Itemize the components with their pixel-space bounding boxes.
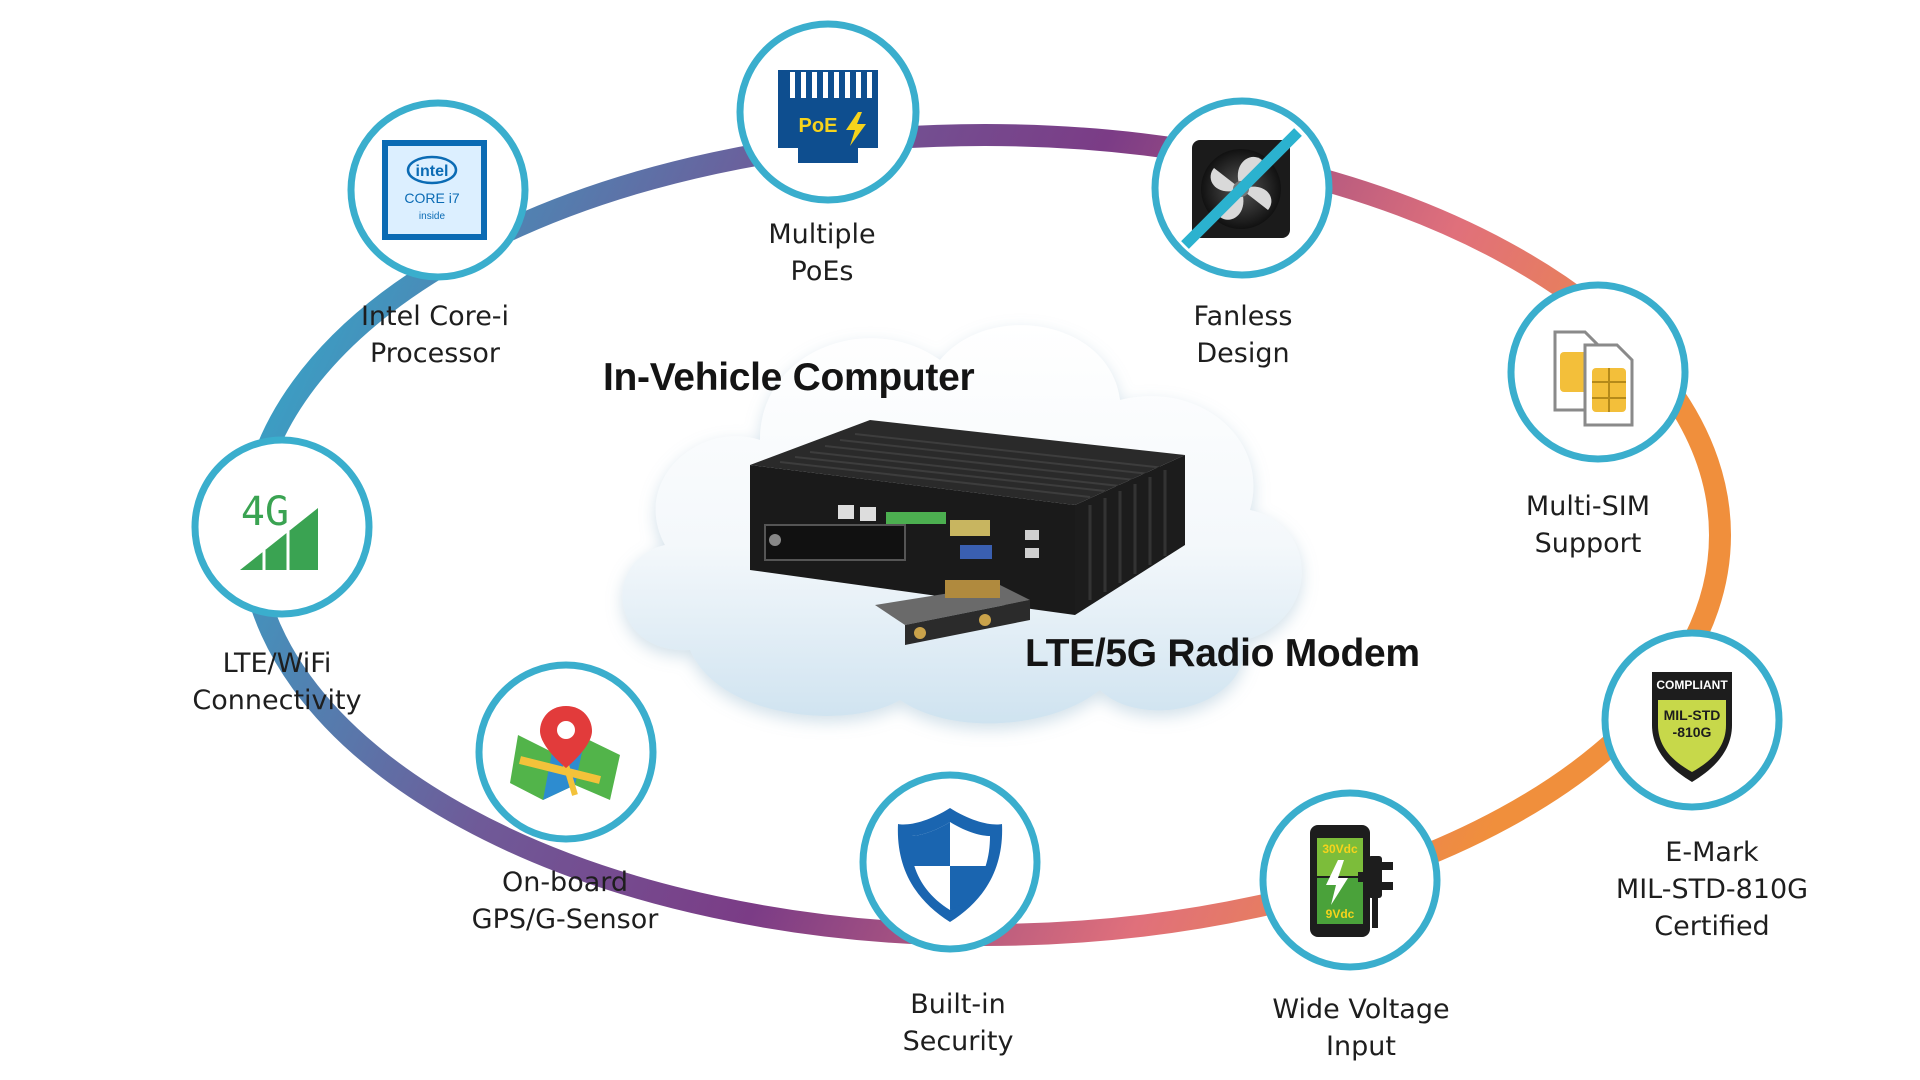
label-built-in-security: Built-in Security [903,986,1014,1060]
label-line: Built-in [910,989,1006,1020]
label-intel-core-i-processor: Intel Core-i Processor [361,298,509,372]
label-line: Certified [1654,911,1770,942]
volt-low-text: 9Vdc [1326,907,1355,921]
label-emark-certified: E-Mark MIL-STD-810G Certified [1616,834,1808,945]
label-line: Connectivity [192,685,362,716]
label-line: Fanless [1193,301,1293,332]
label-lte-wifi-connectivity: LTE/WiFi Connectivity [192,645,361,719]
label-wide-voltage-input: Wide Voltage Input [1272,991,1449,1065]
center-title: In-Vehicle Computer [603,356,975,399]
label-line: LTE/WiFi [222,648,332,679]
intel-core-i7-icon: intel CORE i7 inside [382,140,487,240]
in-vehicle-computer-image [750,420,1185,645]
label-onboard-gps: On-board GPS/G-Sensor [472,864,659,938]
mil-std-text-2: -810G [1673,724,1712,740]
mil-std-shield-icon: COMPLIANT MIL-STD -810G [1652,672,1732,782]
intel-model-text: CORE i7 [404,190,459,206]
poe-text: PoE [799,115,838,137]
mil-std-text-1: MIL-STD [1664,707,1721,723]
volt-high-text: 30Vdc [1322,842,1358,856]
label-line: Security [902,1026,1014,1057]
center-subtitle: LTE/5G Radio Modem [1025,632,1420,675]
label-fanless-design: Fanless Design [1194,298,1293,372]
gps-map-icon [510,706,620,800]
circle-4g [191,436,373,618]
fanless-icon [1181,128,1302,249]
security-shield-icon [897,808,1003,922]
label-line: GPS/G-Sensor [471,904,659,935]
label-multi-sim-support: Multi-SIM Support [1526,488,1650,562]
intel-brand-text: intel [416,163,449,180]
label-line: PoEs [790,256,854,287]
label-line: E-Mark [1665,837,1759,868]
label-line: Processor [369,338,501,369]
intel-inside-text: inside [419,211,446,222]
label-line: Intel Core-i [360,301,510,332]
sim-card-icon [1553,330,1634,427]
wide-voltage-icon: 30Vdc 9Vdc [1310,825,1393,937]
label-multiple-poes: Multiple PoEs [768,216,875,290]
4g-signal-icon: 4G [240,489,318,571]
label-line: Wide Voltage [1272,994,1450,1025]
label-line: On-board [501,867,629,898]
poe-icon: PoE [778,70,878,163]
4g-text: 4G [241,489,289,535]
label-line: MIL-STD-810G [1615,874,1809,905]
label-line: Input [1326,1031,1396,1062]
label-line: Multiple [768,219,876,250]
compliant-text: COMPLIANT [1656,678,1728,692]
label-line: Design [1196,338,1290,369]
label-line: Support [1534,528,1642,559]
label-line: Multi-SIM [1525,491,1651,522]
